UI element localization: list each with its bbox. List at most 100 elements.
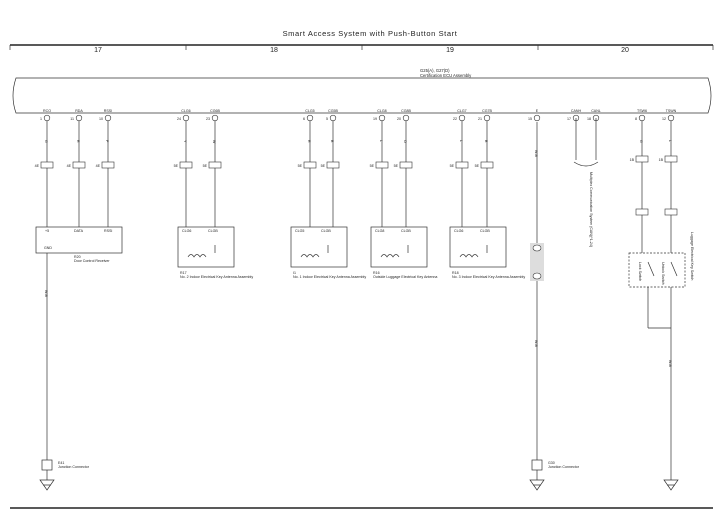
inline-connector-label: 5E	[394, 164, 399, 168]
ecu-pin-label: CG8B	[401, 109, 411, 113]
wire-color-label: G	[44, 140, 48, 143]
ecu-pin-label: CANH	[571, 109, 582, 113]
ecu-pin-number: 18	[587, 117, 591, 121]
ecu-pin-label: CLG8	[377, 109, 386, 113]
wire-color-e41: W-B	[44, 290, 48, 298]
junction-connectors: E41 Junction Connector G30 Junction Conn…	[41, 459, 580, 471]
inline-connector	[208, 161, 222, 169]
lock-switch-label: Lock Switch	[638, 262, 642, 281]
ecu-pin-terminal	[211, 114, 219, 122]
ecu-name: Certification ECU Assembly	[420, 73, 472, 78]
inline-connector-label: 5E	[450, 164, 455, 168]
antenna-box	[290, 226, 348, 268]
ecu-pin-number: 17	[567, 117, 571, 121]
inline-connector	[179, 161, 193, 169]
antenna-box	[449, 226, 507, 268]
section-18: 18	[270, 47, 278, 54]
r20-pin-rssi: RSSI	[104, 229, 112, 233]
ecu-pin-number: 11	[70, 117, 74, 121]
ecu-pin-number: 15	[528, 117, 532, 121]
ecu-code: G25(A), G27(D)	[420, 68, 450, 73]
inline-connector-label: 1B	[630, 158, 635, 162]
antenna-pin-label: CLGB	[321, 229, 331, 233]
can-note: Multiplex Communication System (CAN)(*1-…	[573, 118, 599, 247]
section-19: 19	[446, 47, 454, 54]
ecu-pin-terminal	[104, 114, 112, 122]
coil-symbol	[380, 254, 400, 258]
g30-inline-connector	[530, 243, 544, 281]
ecu-pin-number: 1	[40, 117, 42, 121]
antenna-pin-label: CLG8	[375, 229, 384, 233]
wire-color-label: P	[105, 140, 109, 143]
r20-name: Door Control Receiver	[74, 259, 110, 263]
antenna-name: No. 1 Indoor Electrical Key Antenna Asse…	[293, 275, 366, 279]
wire-color-label: G	[639, 140, 643, 143]
diagram-title: Smart Access System with Push-Button Sta…	[283, 29, 458, 38]
antenna-name: No. 3 Indoor Electrical Key Antenna Asse…	[452, 275, 525, 279]
coil-symbol	[187, 254, 207, 258]
wire-color-label: R	[307, 140, 311, 143]
wire-color-label: B	[484, 140, 488, 143]
unlock-switch-label: Unlock Switch	[661, 262, 665, 285]
ecu-pin-number: 24	[177, 117, 181, 121]
antenna-box	[177, 226, 235, 268]
ecu-pin-label: CLG6	[181, 109, 190, 113]
ecu-pin-label: RDA	[75, 109, 83, 113]
luggage-electrical-key-switch: Lock Switch Unlock Switch Luggage Electr…	[628, 232, 694, 288]
junction-g30-name: Junction Connector	[548, 465, 580, 469]
wire-color-luggage: W-B	[668, 360, 672, 368]
junction-g30-code: G30	[548, 461, 555, 465]
antenna-code: I1	[293, 271, 296, 275]
inline-connector	[303, 161, 317, 169]
ecu-pin-label: TSW6	[637, 109, 647, 113]
ecu-pin-number: 22	[453, 117, 457, 121]
wire-color-label: W-B	[534, 150, 538, 158]
luggage-switch-name: Luggage Electrical Key Switch	[690, 232, 694, 280]
antenna-pin-label: CLGB	[401, 229, 411, 233]
section-markers: 17 18 19 20	[9, 45, 714, 54]
inline-connector-label: 5E	[203, 164, 208, 168]
r20-pin-gnd: GND	[44, 246, 52, 250]
coil-symbol	[300, 254, 320, 258]
ecu-pin-number: 21	[478, 117, 482, 121]
wire-color-label: Y	[183, 140, 187, 143]
inline-connector	[455, 161, 469, 169]
ecu-pin-label: E	[536, 109, 539, 113]
inline-connector	[101, 161, 115, 169]
coil-symbol	[459, 254, 479, 258]
ecu-pin-terminal	[75, 114, 83, 122]
ecu-pin-label: CLG7	[457, 109, 466, 113]
antenna-pin-label: CLGB	[208, 229, 218, 233]
antenna-name: Outside Luggage Electrical Key Antenna	[373, 275, 437, 279]
ecu-pin-label: CG5B	[328, 109, 338, 113]
door-control-receiver: +5 DATA RSSI GND R20 Door Control Receiv…	[35, 226, 123, 263]
antenna-pin-label: CLG6	[182, 229, 191, 233]
ecu-pin-label: CANL	[591, 109, 601, 113]
inline-connector	[635, 208, 649, 216]
antenna-code: R16	[373, 271, 380, 275]
ecu-pin-terminal	[182, 114, 190, 122]
inline-connector-label: 5E	[174, 164, 179, 168]
ecu-pin-terminal	[638, 114, 646, 122]
antenna-box	[370, 226, 428, 268]
antenna-pin-label: CLG5	[295, 229, 304, 233]
ecu-pin-terminal	[43, 114, 51, 122]
junction-e41-name: Junction Connector	[58, 465, 90, 469]
inline-connector	[399, 161, 413, 169]
ecu-pin-terminal	[329, 114, 337, 122]
wire-color-label: L	[379, 140, 383, 142]
inline-connector-label: 5E	[321, 164, 326, 168]
r20-pin-5v: +5	[45, 229, 49, 233]
ecu-pin-number: 19	[373, 117, 377, 121]
ecu-pin-label: CLG5	[305, 109, 314, 113]
wire-color-label: W	[212, 140, 216, 144]
ecu-pin-number: 8	[635, 117, 637, 121]
certification-ecu-block: G25(A), G27(D) Certification ECU Assembl…	[12, 68, 712, 114]
r20-code: R20	[74, 255, 81, 259]
antenna-name: No. 2 Indoor Electrical Key Antenna Asse…	[180, 275, 253, 279]
wire-color-label: B	[330, 140, 334, 143]
ground-symbols	[39, 479, 679, 491]
ecu-pin-terminal	[667, 114, 675, 122]
